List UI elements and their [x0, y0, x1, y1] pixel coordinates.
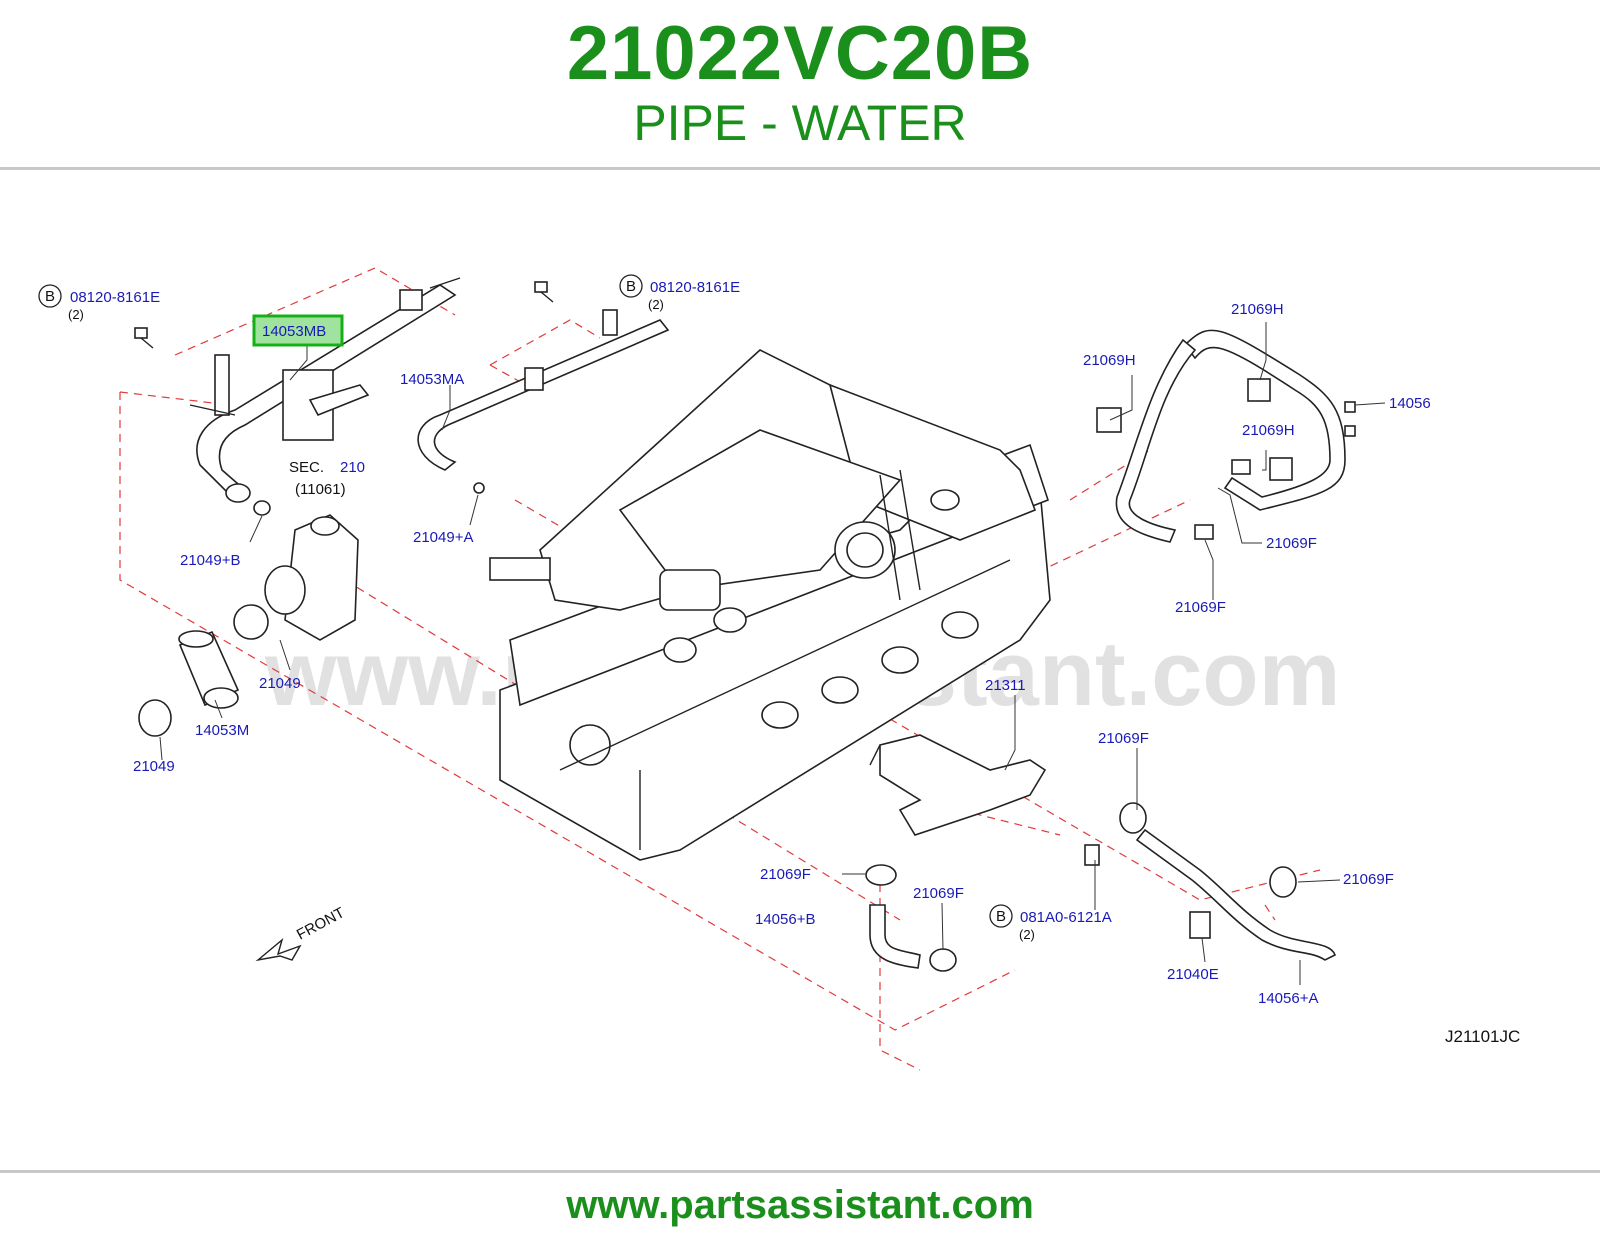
part-name-subtitle: PIPE - WATER: [633, 95, 967, 151]
callout-bolt-top[interactable]: 08120-8161E: [650, 279, 740, 296]
callout-21049-left[interactable]: 21049: [133, 758, 175, 775]
callout-21069H-top[interactable]: 21069H: [1231, 301, 1284, 318]
callout-21049B[interactable]: 21049+B: [180, 552, 240, 569]
diagram-svg: www.partsassistant.com: [38, 267, 1520, 1071]
callout-21069F-bl[interactable]: 21069F: [760, 866, 811, 883]
callout-bolt-left-qty: (2): [68, 307, 84, 322]
footer-url[interactable]: www.partsassistant.com: [566, 1183, 1034, 1227]
highlight-box: [252, 314, 344, 347]
callout-21040E[interactable]: 21040E: [1167, 966, 1219, 983]
bolt-symbol-top: B: [626, 278, 636, 295]
bolt-icon-top: [534, 281, 548, 293]
callout-labels: 08120-8161E (2) 08120-8161E (2) 081A0-61…: [68, 279, 1431, 1007]
section-sub: (11061): [295, 481, 346, 498]
heater-hoses-14056: [1096, 329, 1356, 543]
top-divider: [0, 167, 1600, 170]
bottom-divider: [0, 1170, 1600, 1173]
engine-assembly: [489, 349, 1051, 861]
front-arrow-icon: [255, 938, 302, 962]
callout-bolt-bottom-qty: (2): [1019, 927, 1035, 942]
callout-bolt-left[interactable]: 08120-8161E: [70, 289, 160, 306]
callout-bolt-bottom[interactable]: 081A0-6121A: [1020, 909, 1112, 926]
callout-14056A[interactable]: 14056+A: [1258, 990, 1318, 1007]
callout-21069F-lower[interactable]: 21069F: [1175, 599, 1226, 616]
diagram-code: J21101JC: [1445, 1027, 1520, 1046]
callout-14053M[interactable]: 14053M: [195, 722, 249, 739]
water-pipe-14053MA: [417, 309, 670, 471]
callout-21069F-br[interactable]: 21069F: [1343, 871, 1394, 888]
parts-diagram: www.partsassistant.com: [0, 170, 1600, 1170]
lower-hoses-14056AB: [865, 802, 1336, 972]
front-indicator: FRONT: [255, 904, 348, 962]
bolt-symbol-left: B: [45, 288, 55, 305]
callout-21069F-b[interactable]: 21069F: [913, 885, 964, 902]
bolt-symbols: B B B: [38, 274, 1013, 928]
callout-21049-right[interactable]: 21049: [259, 675, 301, 692]
bolts: [134, 281, 554, 349]
bolt-icon-left: [134, 327, 148, 339]
callout-21069F-center[interactable]: 21069F: [1098, 730, 1149, 747]
front-label: FRONT: [294, 904, 348, 943]
bracket-21311: [869, 734, 1047, 836]
section-prefix: SEC.: [289, 459, 324, 476]
leader-lines: [159, 322, 1386, 985]
callout-14053MB[interactable]: 14053MB: [262, 323, 326, 340]
section-number[interactable]: 210: [340, 459, 365, 476]
thermostat-housing: [264, 514, 359, 641]
bolt-symbol-bottom: B: [996, 908, 1006, 925]
seals-and-sleeve: [138, 482, 485, 737]
callout-21311[interactable]: 21311: [985, 677, 1026, 694]
callout-bolt-top-qty: (2): [648, 297, 664, 312]
callout-21069F-right[interactable]: 21069F: [1266, 535, 1317, 552]
part-number-title: 21022VC20B: [566, 11, 1034, 96]
callout-21069H-left[interactable]: 21069H: [1083, 352, 1136, 369]
callout-21049A[interactable]: 21049+A: [413, 529, 473, 546]
callout-14056B[interactable]: 14056+B: [755, 911, 815, 928]
callout-14056[interactable]: 14056: [1389, 395, 1431, 412]
water-pipe-14053MB: [189, 277, 461, 503]
callout-14053MA[interactable]: 14053MA: [400, 371, 464, 388]
callout-21069H-mid[interactable]: 21069H: [1242, 422, 1295, 439]
page-header: 21022VC20B PIPE - WATER: [0, 0, 1600, 168]
